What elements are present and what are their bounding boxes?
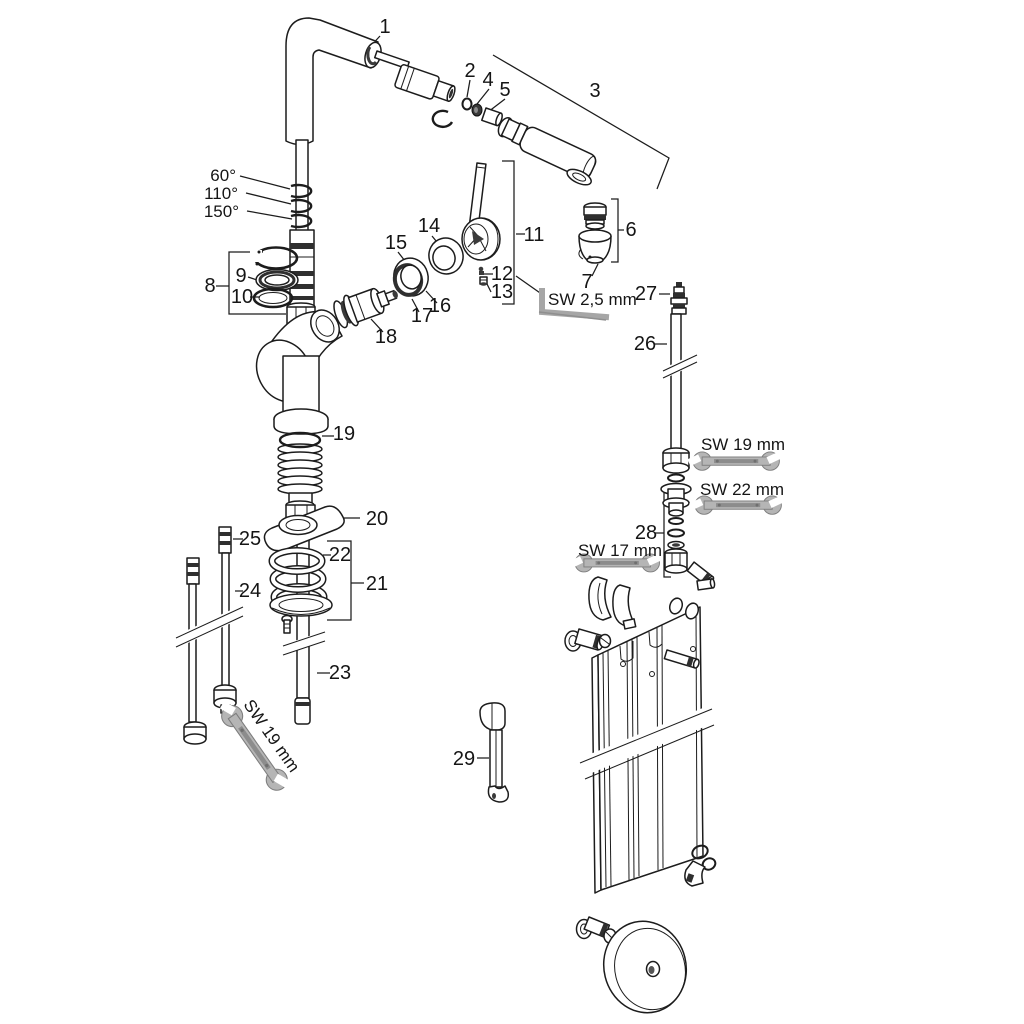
part-label-16: 16 xyxy=(429,295,451,317)
tool-label-sw-19-mm: SW 19 mm xyxy=(701,435,785,454)
faucet-body xyxy=(255,309,343,435)
set-screws xyxy=(478,266,488,286)
hose-clamp-shells xyxy=(588,576,637,630)
open-end-wrench-icon-sw19 xyxy=(686,451,782,471)
part-label-23: 23 xyxy=(329,662,351,684)
tool-label-sw-17-mm: SW 17 mm xyxy=(578,541,662,560)
part-label-27: 27 xyxy=(635,283,657,305)
part-label-9: 9 xyxy=(235,265,246,287)
left-clamp-fitting xyxy=(564,628,612,652)
mounting-triangle xyxy=(263,505,345,552)
angle-label-150: 150° xyxy=(204,202,239,221)
part-label-10: 10 xyxy=(231,286,253,308)
angle-label-60: 60° xyxy=(210,166,236,185)
hose-connector-parts xyxy=(394,64,503,128)
swivel-stop-rings xyxy=(290,183,313,229)
part-label-1: 1 xyxy=(379,16,390,38)
connection-hose xyxy=(660,282,700,474)
hose-break-marks xyxy=(173,605,246,648)
plate-clip-bottom-right xyxy=(684,844,717,887)
mounting-spring-set xyxy=(268,547,333,634)
part-label-22: 22 xyxy=(329,544,351,566)
part-label-3: 3 xyxy=(589,80,600,102)
tool-label-sw-2-5-mm: SW 2,5 mm xyxy=(548,290,637,309)
part-label-11: 11 xyxy=(524,224,545,246)
aerator-parts xyxy=(578,202,612,264)
supply-hose-left-24 xyxy=(183,557,207,745)
elbow-fitting xyxy=(686,561,716,591)
part-label-26: 26 xyxy=(634,333,656,355)
hose-weight-disc xyxy=(602,920,688,1014)
part-label-12: 12 xyxy=(491,263,513,285)
part-label-15: 15 xyxy=(385,232,407,254)
part-label-28: 28 xyxy=(635,522,657,544)
part-label-8: 8 xyxy=(204,275,215,297)
base-bellows xyxy=(277,431,323,522)
cartridge xyxy=(333,287,398,329)
part-label-25: 25 xyxy=(239,528,261,550)
part-label-18: 18 xyxy=(375,326,397,348)
allen-key-icon xyxy=(538,288,610,321)
part-label-4: 4 xyxy=(482,69,493,91)
mounting-plate xyxy=(576,597,716,894)
part-label-29: 29 xyxy=(453,748,475,770)
pullout-spray-head xyxy=(497,117,597,186)
part-label-6: 6 xyxy=(625,219,636,241)
part-label-21: 21 xyxy=(366,573,388,595)
tool-label-sw-22-mm: SW 22 mm xyxy=(700,480,784,499)
handle-lever xyxy=(461,162,501,261)
part-label-13: 13 xyxy=(491,281,513,303)
part-label-7: 7 xyxy=(581,271,592,293)
part-label-24: 24 xyxy=(239,580,261,602)
part-label-14: 14 xyxy=(418,215,440,237)
mounting-tool xyxy=(479,702,510,803)
part-label-2: 2 xyxy=(464,60,475,82)
cartridge-rings xyxy=(392,237,464,297)
fitting-stack xyxy=(660,473,692,574)
part-label-5: 5 xyxy=(499,79,510,101)
part-label-20: 20 xyxy=(366,508,388,530)
part-label-17: 17 xyxy=(411,305,433,327)
part-label-19: 19 xyxy=(333,423,355,445)
spout-seal-rings xyxy=(250,246,299,309)
angle-label-110: 110° xyxy=(204,184,238,203)
